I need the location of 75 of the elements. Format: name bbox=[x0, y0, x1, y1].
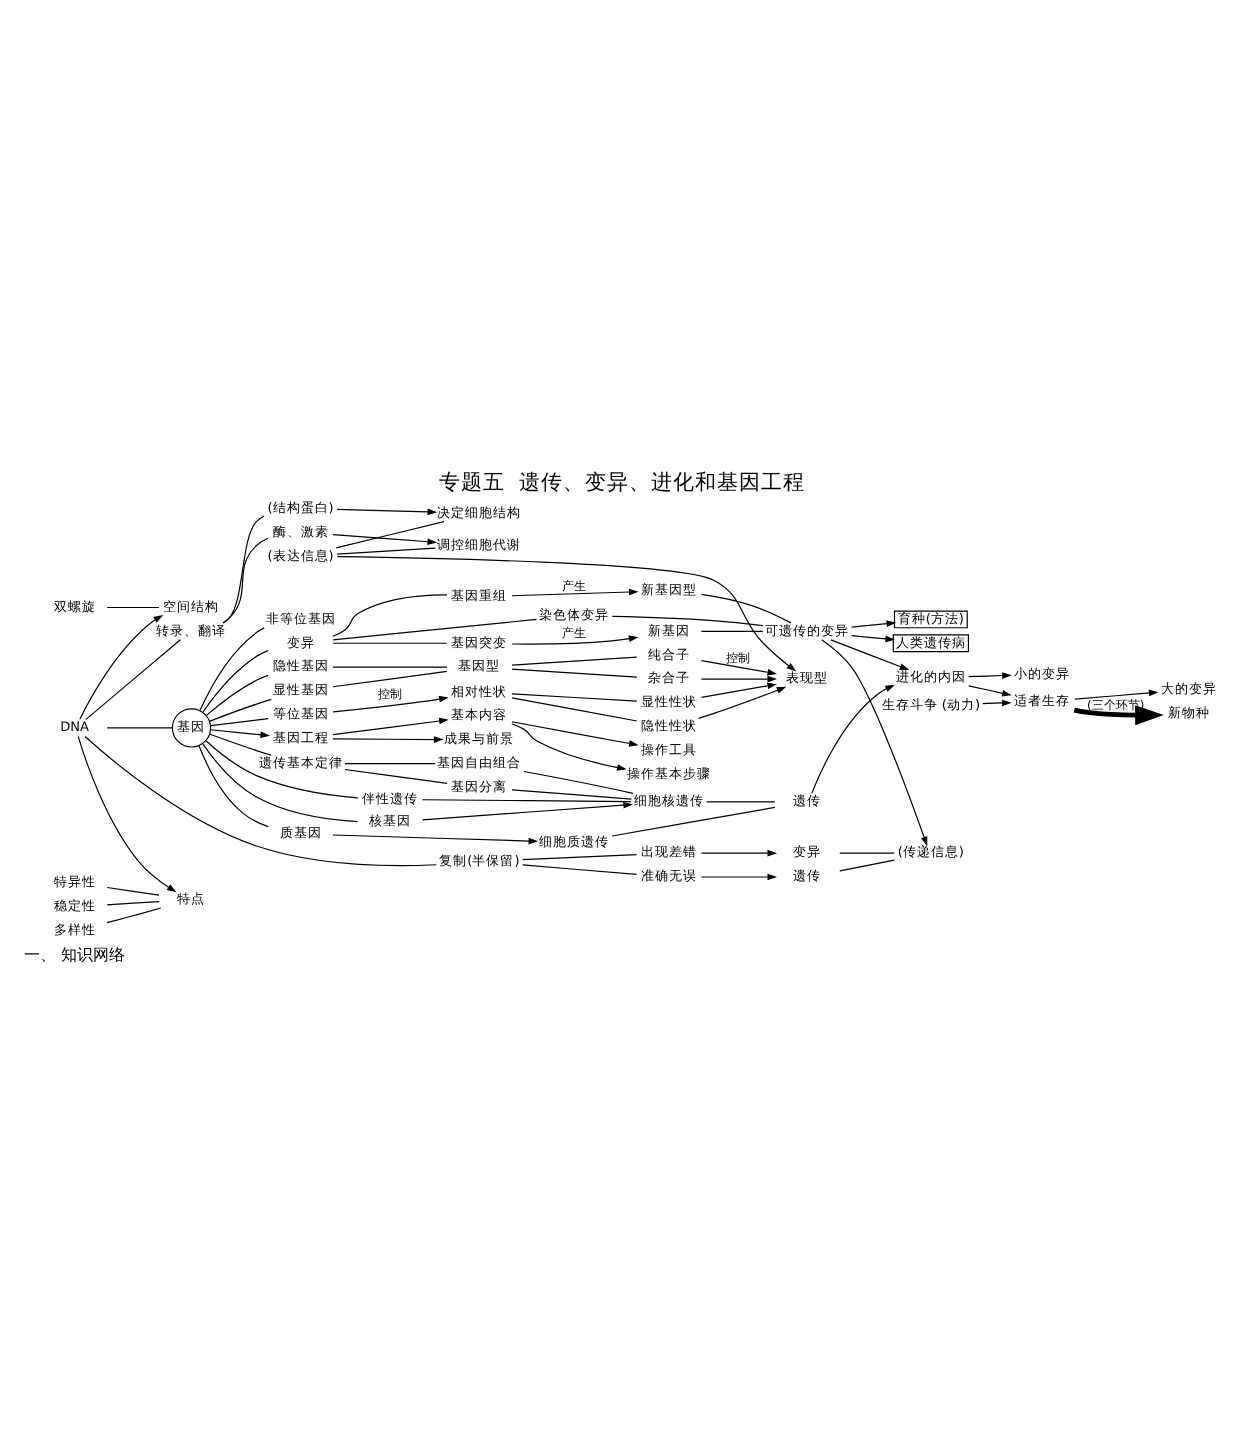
connector bbox=[205, 673, 269, 715]
connector bbox=[611, 614, 764, 626]
connector bbox=[205, 739, 359, 798]
connector bbox=[210, 717, 269, 726]
arrow bbox=[332, 716, 449, 735]
arrow bbox=[332, 694, 449, 712]
connector bbox=[202, 742, 359, 822]
connector bbox=[202, 649, 269, 712]
connector bbox=[332, 641, 448, 643]
connector bbox=[332, 593, 448, 636]
connector bbox=[209, 732, 272, 755]
connector bbox=[332, 665, 448, 667]
arrow bbox=[511, 634, 639, 644]
connector bbox=[85, 638, 181, 719]
arrow bbox=[332, 833, 539, 844]
arrow bbox=[210, 728, 271, 738]
arrow bbox=[851, 633, 895, 642]
arrow bbox=[968, 684, 1012, 696]
arrow bbox=[697, 685, 787, 718]
arrow bbox=[700, 674, 777, 682]
connector bbox=[611, 805, 776, 836]
arrow bbox=[511, 720, 639, 746]
connector bbox=[332, 617, 538, 640]
arrow bbox=[700, 872, 777, 880]
arrow bbox=[700, 659, 777, 675]
arrow bbox=[851, 619, 897, 627]
connector bbox=[522, 852, 638, 860]
arrow bbox=[421, 800, 633, 820]
connector bbox=[839, 851, 895, 853]
arrow bbox=[700, 681, 777, 697]
arrow bbox=[511, 587, 639, 596]
connector bbox=[84, 734, 437, 866]
arrow bbox=[1073, 704, 1164, 725]
connector bbox=[106, 605, 160, 608]
arrow bbox=[332, 533, 438, 545]
connector bbox=[222, 514, 265, 623]
arrow bbox=[968, 671, 1012, 678]
connector bbox=[511, 788, 632, 799]
connector bbox=[511, 692, 638, 701]
connector bbox=[511, 667, 638, 677]
arrow bbox=[332, 735, 444, 742]
connector bbox=[332, 669, 448, 687]
arrow bbox=[336, 555, 797, 671]
connector bbox=[209, 697, 272, 721]
connector bbox=[106, 906, 162, 923]
connector bbox=[344, 762, 436, 764]
connector bbox=[700, 592, 792, 623]
connector bbox=[344, 767, 448, 783]
connector bbox=[839, 858, 895, 871]
connector bbox=[421, 798, 632, 802]
arrow bbox=[77, 734, 177, 892]
arrow bbox=[811, 683, 895, 793]
connector bbox=[522, 863, 638, 874]
connector bbox=[700, 629, 764, 631]
connector bbox=[199, 626, 265, 711]
connector bbox=[706, 800, 776, 802]
arrow bbox=[830, 638, 910, 669]
arrow bbox=[79, 614, 164, 719]
connector bbox=[222, 536, 269, 623]
connector bbox=[106, 885, 160, 895]
arrow bbox=[982, 698, 1012, 706]
connector bbox=[336, 546, 436, 554]
connector bbox=[106, 726, 173, 728]
arrow bbox=[700, 848, 777, 856]
arrow bbox=[511, 722, 627, 770]
connector bbox=[511, 655, 638, 665]
connector bbox=[106, 900, 160, 905]
connector bbox=[198, 743, 269, 827]
connector bbox=[511, 696, 638, 721]
diagram-title: 专题五 遗传、变异、进化和基因工程 bbox=[439, 467, 805, 494]
arrow bbox=[1074, 688, 1159, 699]
arrow bbox=[336, 507, 438, 515]
arrow bbox=[821, 638, 928, 846]
connector bbox=[335, 520, 445, 548]
connector bbox=[523, 769, 634, 794]
